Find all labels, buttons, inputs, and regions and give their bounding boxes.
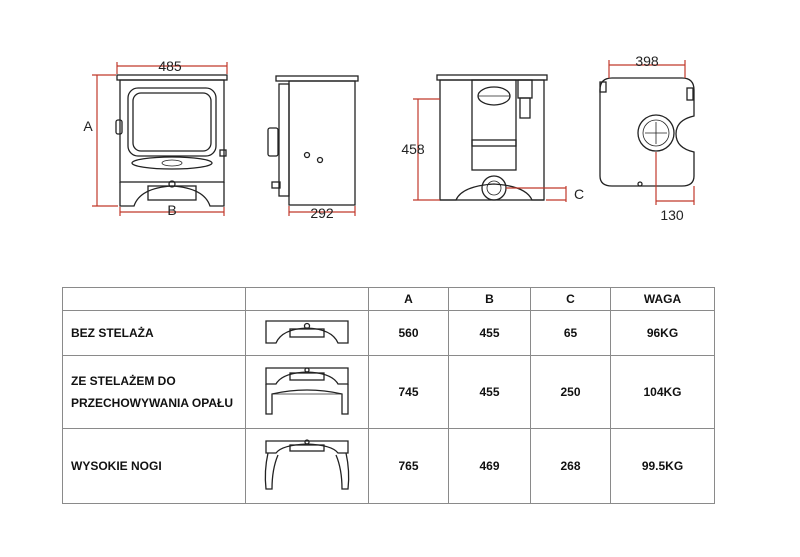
stove-technical-drawings: 485 A B 292 458 C	[83, 53, 695, 223]
header-waga: WAGA	[610, 287, 715, 311]
row-waga: 96KG	[610, 310, 715, 356]
header-c: C	[530, 287, 611, 311]
specification-table: A B C WAGA BEZ STELAŻA 560 455 65 96KG Z…	[62, 287, 715, 504]
top-width-label: 398	[635, 53, 659, 69]
header-cell	[62, 287, 246, 311]
side-depth-label: 292	[310, 205, 334, 221]
row-b: 469	[448, 428, 531, 504]
top-flue-offset-label: 130	[660, 207, 684, 223]
high-legs-icon	[264, 438, 350, 490]
side-view-drawing	[267, 75, 359, 216]
table-row: WYSOKIE NOGI 765 469 268 99.5KG	[62, 428, 715, 504]
row-waga: 104KG	[610, 355, 715, 429]
row-b: 455	[448, 310, 531, 356]
front-base-letter: B	[167, 202, 176, 218]
front-view-drawing	[92, 62, 228, 216]
row-label: BEZ STELAŻA	[62, 310, 246, 356]
row-c: 250	[530, 355, 611, 429]
row-c: 65	[530, 310, 611, 356]
header-a: A	[368, 287, 449, 311]
table-row: BEZ STELAŻA 560 455 65 96KG	[62, 310, 715, 356]
front-width-label: 485	[158, 58, 182, 74]
rear-view-drawing	[413, 74, 567, 202]
rear-flue-letter: C	[574, 186, 584, 202]
table-row: ZE STELAŻEM DO PRZECHOWYWANIA OPAŁU 745 …	[62, 355, 715, 429]
row-label: ZE STELAŻEM DO PRZECHOWYWANIA OPAŁU	[62, 355, 246, 429]
rear-height-label: 458	[401, 141, 425, 157]
row-a: 560	[368, 310, 449, 356]
row-b: 455	[448, 355, 531, 429]
table-header-row: A B C WAGA	[62, 287, 715, 311]
row-a: 765	[368, 428, 449, 504]
header-b: B	[448, 287, 531, 311]
header-cell	[245, 287, 369, 311]
log-store-stand-icon	[265, 366, 349, 415]
row-a: 745	[368, 355, 449, 429]
row-label: WYSOKIE NOGI	[62, 428, 246, 504]
row-c: 268	[530, 428, 611, 504]
top-view-drawing	[599, 60, 695, 205]
front-height-letter: A	[83, 118, 93, 134]
row-waga: 99.5KG	[610, 428, 715, 504]
stove-base-icon	[265, 319, 349, 344]
